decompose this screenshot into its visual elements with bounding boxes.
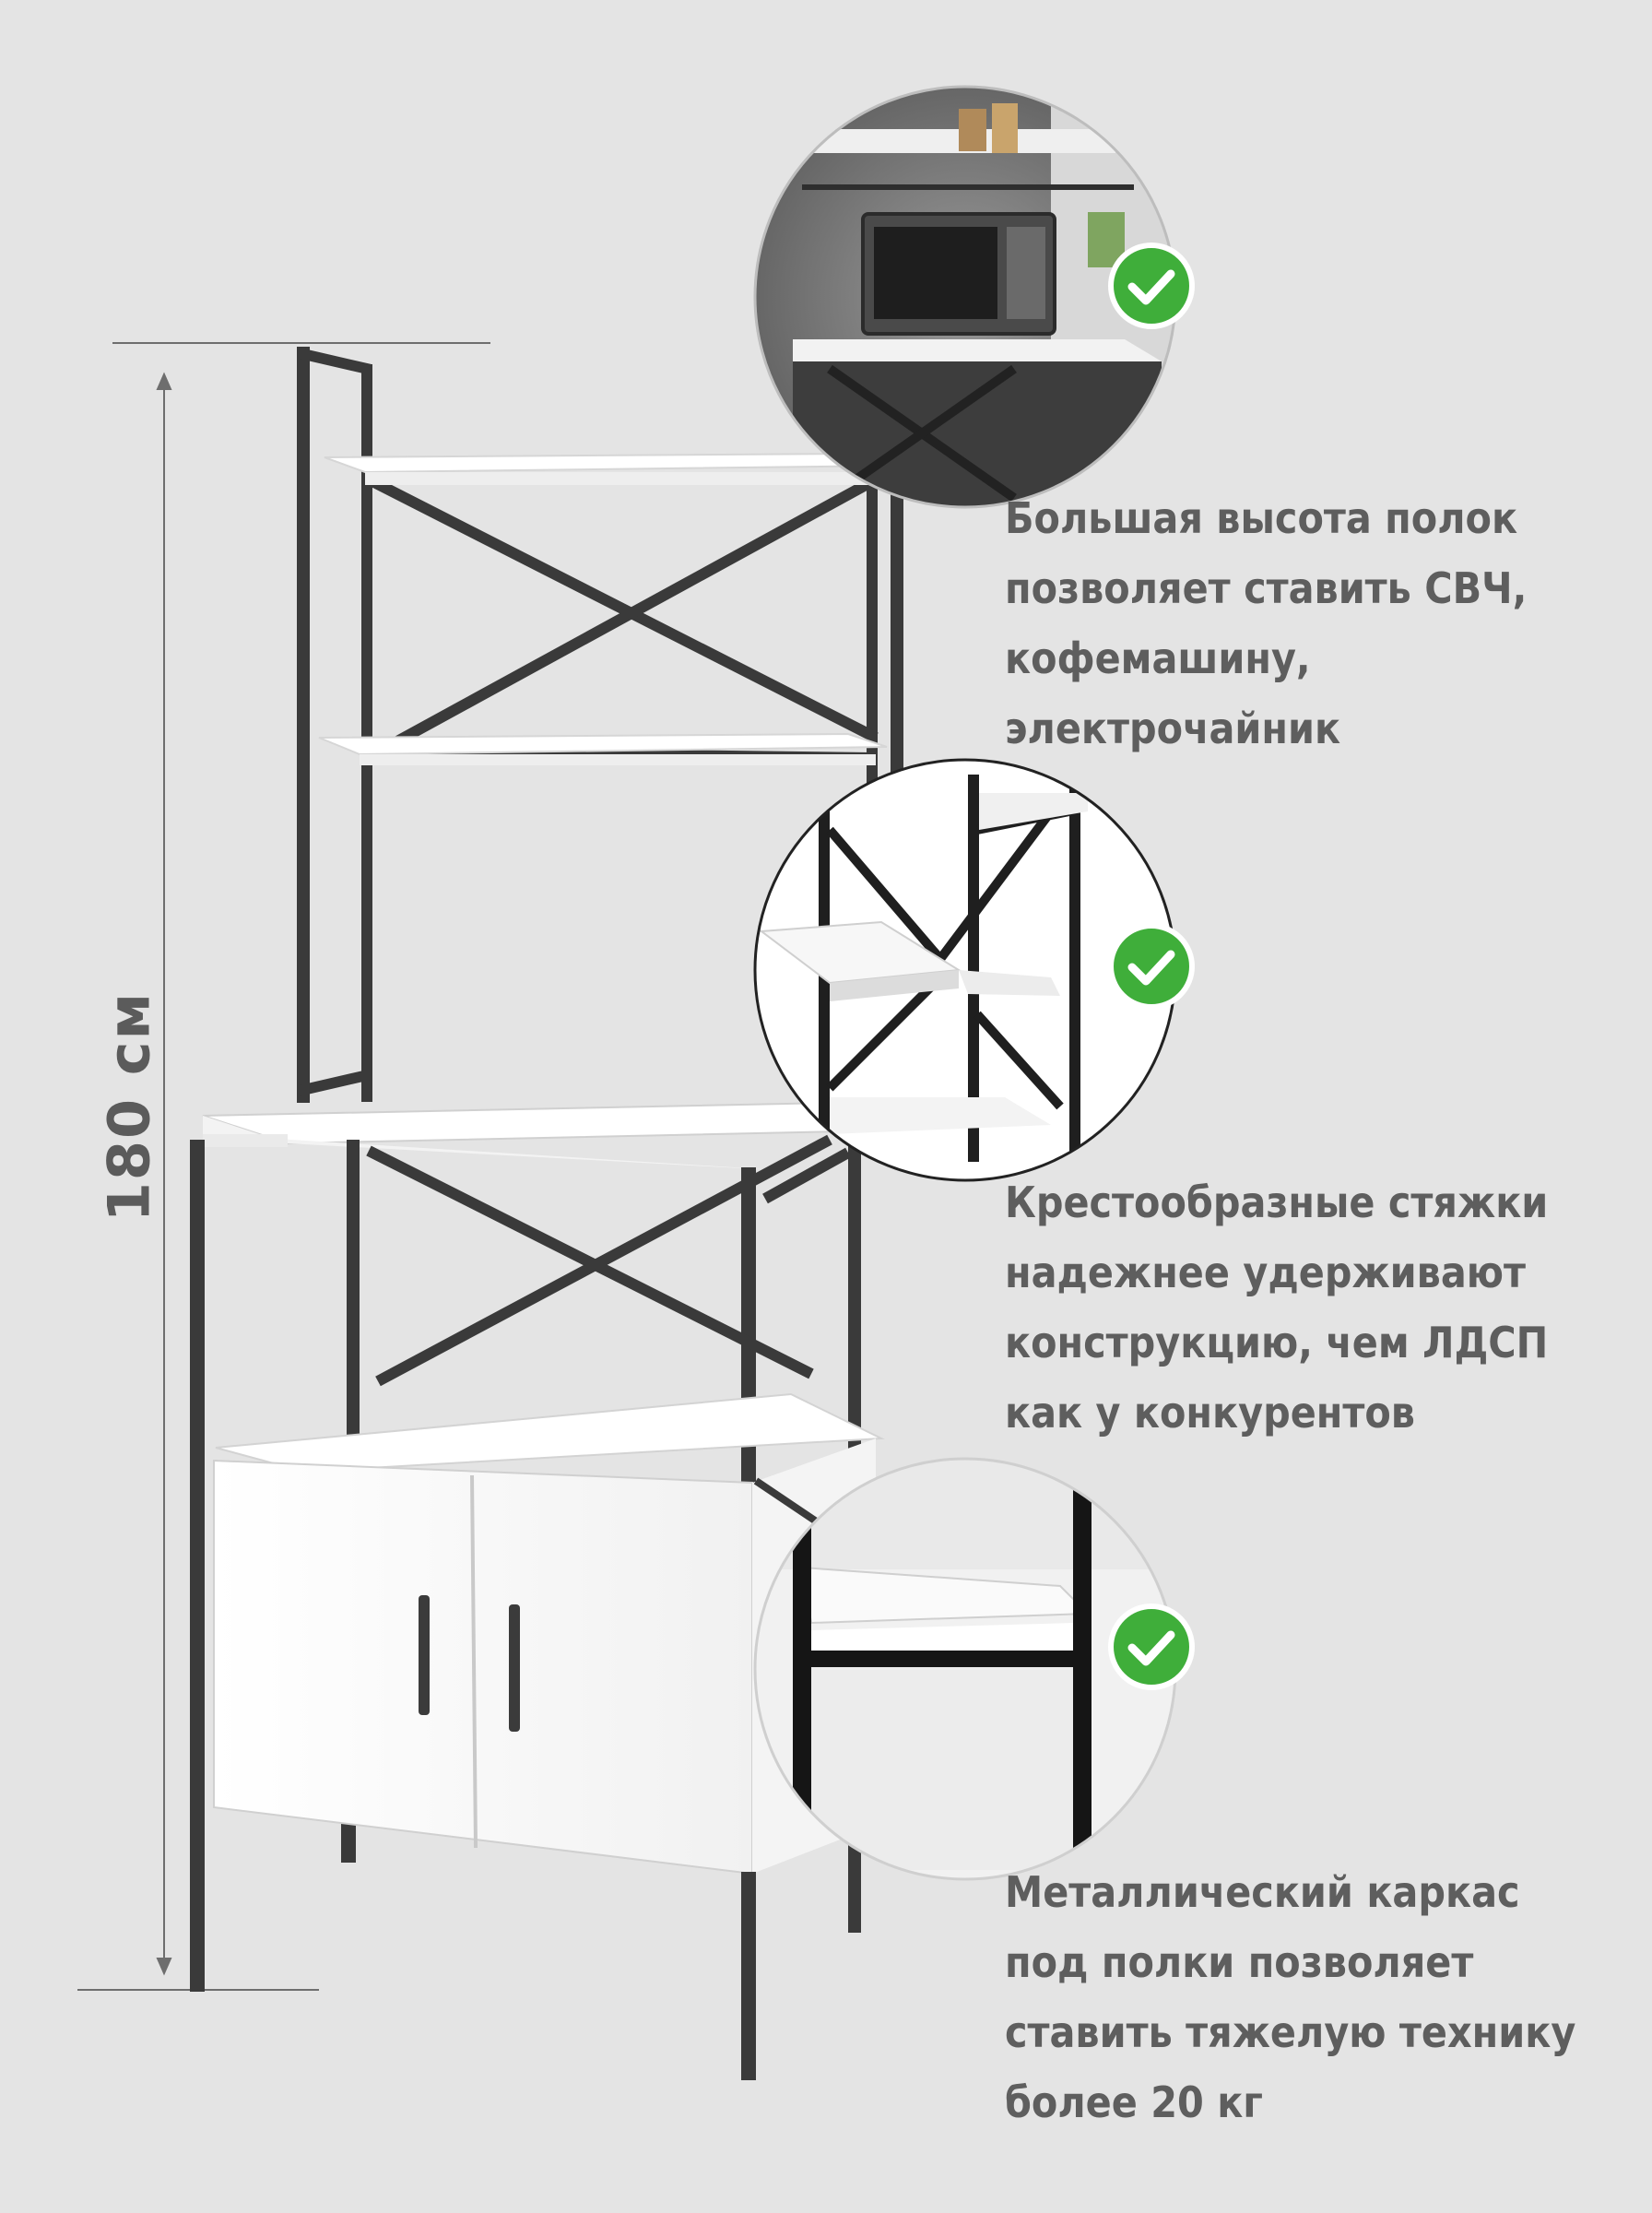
feature-line: электрочайник [1005,704,1341,753]
feature-line: под полки позволяет [1005,1937,1474,1987]
feature-line: ставить тяжелую технику [1005,2007,1576,2057]
feature-cross-braces: Крестообразные стяжки надежнее удерживаю… [1005,1167,1632,1448]
feature-line: Металлический каркас [1005,1867,1520,1917]
check-badge-icon [1108,1604,1195,1690]
feature-line: Крестообразные стяжки [1005,1178,1549,1227]
check-badge-icon [1108,243,1195,329]
feature-line: кофемашину, [1005,633,1311,683]
detail-photo-metal-frame [753,1457,1177,1881]
feature-line: как у конкурентов [1005,1388,1415,1438]
check-badge-icon [1108,923,1195,1010]
dimension-guide [77,342,490,1991]
feature-line: позволяет ставить СВЧ, [1005,563,1528,613]
feature-line: более 20 кг [1005,2077,1263,2127]
feature-metal-frame: Металлический каркас под полки позволяет… [1005,1857,1632,2137]
feature-line: Большая высота полок [1005,493,1518,543]
feature-line: конструкцию, чем ЛДСП [1005,1318,1549,1367]
detail-photo-x-brace [753,758,1177,1182]
height-dimension-label: 180 см [95,990,163,1223]
feature-shelf-height: Большая высота полок позволяет ставить С… [1005,483,1632,763]
shelving-unit [190,347,903,2080]
feature-line: надежнее удерживают [1005,1248,1526,1297]
